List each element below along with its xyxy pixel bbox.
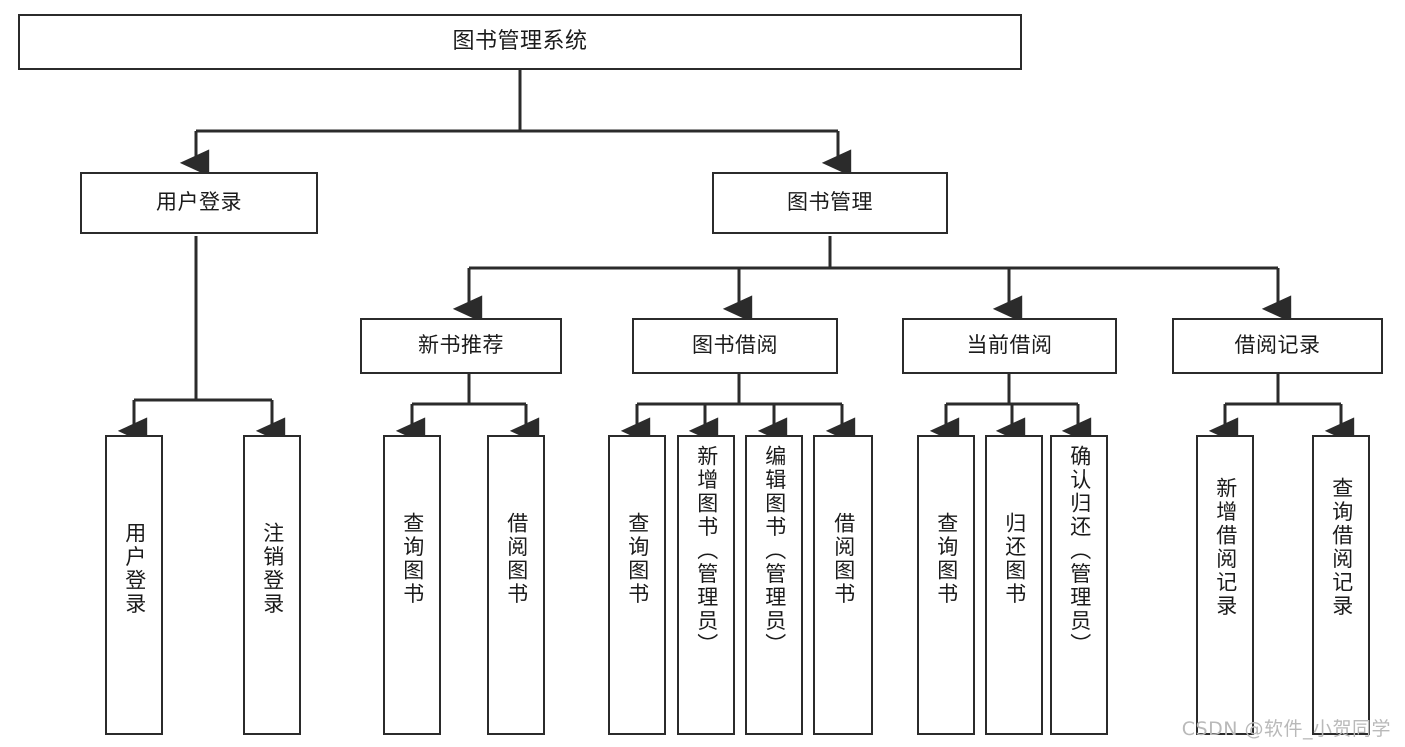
node-root-label: 图书管理系统 [452, 28, 588, 54]
node-borrow-record[interactable]: 借阅记录 [1172, 318, 1383, 374]
leaf-add-record-label: 新增借阅记录 [1213, 477, 1238, 618]
node-borrow-record-label: 借阅记录 [1234, 333, 1321, 358]
leaf-edit-book[interactable]: 编辑图书（管理员） [745, 435, 803, 735]
leaf-edit-book-label: 编辑图书（管理员） [762, 445, 787, 657]
leaf-query-book-2[interactable]: 查询图书 [608, 435, 666, 735]
node-book-borrow-label: 图书借阅 [692, 333, 778, 358]
leaf-add-book-label: 新增图书（管理员） [694, 445, 719, 657]
leaf-borrow-book-2-label: 借阅图书 [831, 512, 856, 606]
node-user-login-label: 用户登录 [156, 190, 242, 215]
node-book-manage-label: 图书管理 [787, 190, 873, 215]
node-root[interactable]: 图书管理系统 [18, 14, 1022, 70]
leaf-add-record[interactable]: 新增借阅记录 [1196, 435, 1254, 735]
leaf-logout-login[interactable]: 注销登录 [243, 435, 301, 735]
node-user-login[interactable]: 用户登录 [80, 172, 318, 234]
leaf-confirm-return-label: 确认归还（管理员） [1067, 445, 1092, 657]
node-book-borrow[interactable]: 图书借阅 [632, 318, 838, 374]
leaf-query-book-1[interactable]: 查询图书 [383, 435, 441, 735]
leaf-confirm-return[interactable]: 确认归还（管理员） [1050, 435, 1108, 735]
leaf-return-book-label: 归还图书 [1002, 512, 1027, 606]
leaf-query-book-3-label: 查询图书 [934, 512, 959, 606]
leaf-query-book-3[interactable]: 查询图书 [917, 435, 975, 735]
node-book-manage[interactable]: 图书管理 [712, 172, 948, 234]
leaf-logout-login-label: 注销登录 [260, 522, 285, 616]
leaf-query-record-label: 查询借阅记录 [1329, 477, 1354, 618]
leaf-borrow-book-2[interactable]: 借阅图书 [813, 435, 873, 735]
leaf-query-book-1-label: 查询图书 [400, 512, 425, 606]
leaf-query-book-2-label: 查询图书 [625, 512, 650, 606]
node-current-borrow-label: 当前借阅 [966, 333, 1053, 358]
leaf-borrow-book-1-label: 借阅图书 [504, 512, 529, 606]
leaf-add-book[interactable]: 新增图书（管理员） [677, 435, 735, 735]
leaf-user-login[interactable]: 用户登录 [105, 435, 163, 735]
node-current-borrow[interactable]: 当前借阅 [902, 318, 1117, 374]
watermark: CSDN @软件_小贺同学 [1181, 718, 1391, 740]
leaf-return-book[interactable]: 归还图书 [985, 435, 1043, 735]
node-new-book-recommend[interactable]: 新书推荐 [360, 318, 562, 374]
leaf-user-login-label: 用户登录 [122, 522, 147, 616]
leaf-query-record[interactable]: 查询借阅记录 [1312, 435, 1370, 735]
leaf-borrow-book-1[interactable]: 借阅图书 [487, 435, 545, 735]
node-new-book-recommend-label: 新书推荐 [418, 333, 504, 358]
